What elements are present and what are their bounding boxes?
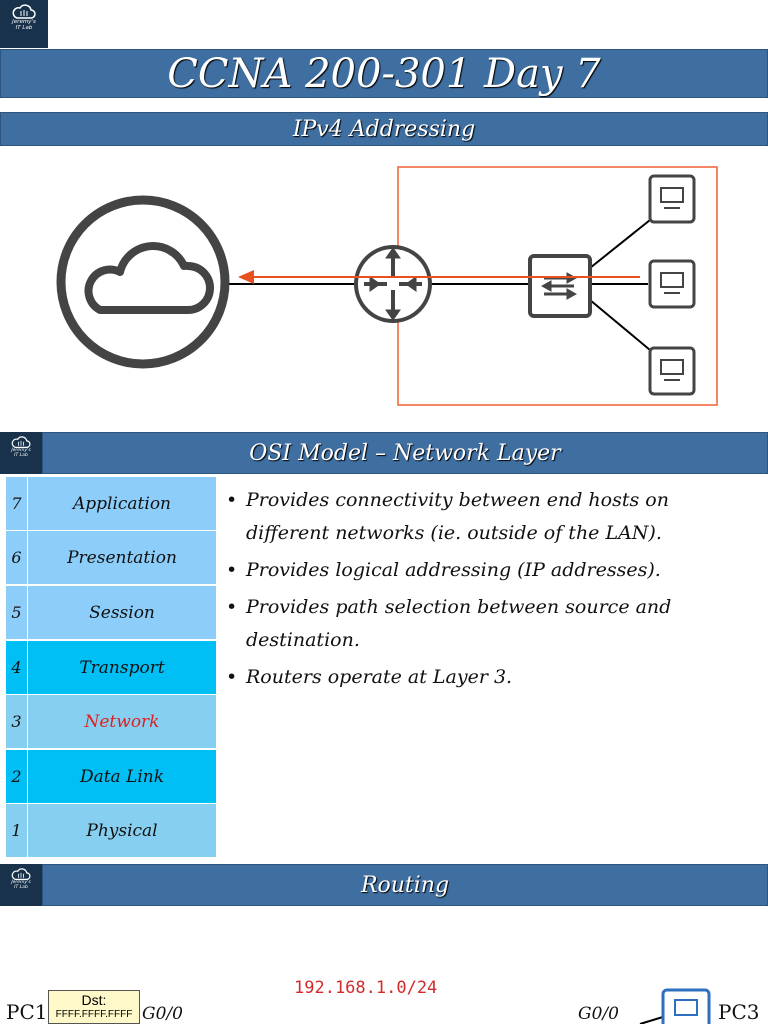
logo-line1: Jeremy's (12, 19, 36, 25)
osi-layer-name: Application (28, 477, 216, 530)
section-title-routing-text: Routing (360, 872, 450, 898)
network-layer-bullets: • Provides connectivity between end host… (226, 484, 756, 698)
osi-layer-number: 7 (6, 477, 28, 530)
section-title-ipv4-text: IPv4 Addressing (292, 116, 476, 142)
pc3-diagram (639, 988, 711, 1024)
pc-icon (661, 988, 711, 1024)
left-interface-label: G0/0 (142, 1004, 183, 1024)
logo-line1: Jeremy's (11, 880, 31, 885)
osi-layer-row: 3 Network (6, 695, 216, 749)
osi-layer-name-highlighted: Network (28, 695, 216, 748)
osi-layer-row: 5 Session (6, 586, 216, 640)
section-title-ipv4: IPv4 Addressing (0, 112, 768, 146)
bullet-text: Provides path selection between source a… (246, 596, 672, 651)
bullet-text: Provides connectivity between end hosts … (246, 489, 669, 544)
osi-layer-row: 2 Data Link (6, 750, 216, 804)
cloud-icon (56, 195, 230, 369)
logo: Jeremy's IT Lab (0, 864, 42, 906)
osi-layer-number: 1 (6, 804, 28, 857)
osi-layer-row: 6 Presentation (6, 531, 216, 585)
right-interface-label: G0/0 (578, 1004, 619, 1024)
logo-line2: IT Lab (15, 24, 33, 31)
section-title-routing: Routing (42, 864, 768, 906)
pc-icon (648, 346, 696, 396)
pc3-label: PC3 (718, 1000, 760, 1024)
pc1-label: PC1 (6, 1000, 48, 1024)
osi-layer-number: 6 (6, 531, 28, 584)
dst-label: Dst: (81, 992, 107, 1008)
traffic-arrow (238, 270, 640, 284)
page-title: CCNA 200-301 Day 7 (0, 49, 768, 98)
osi-layer-number: 5 (6, 586, 28, 639)
bullet-item: • Provides connectivity between end host… (226, 484, 756, 550)
logo-line1: Jeremy's (11, 448, 31, 453)
osi-layer-name: Presentation (28, 531, 216, 584)
osi-layer-name: Data Link (28, 750, 216, 803)
dst-mac-value: FFFF.FFFF.FFFF (55, 1009, 133, 1020)
bullet-item: • Routers operate at Layer 3. (226, 661, 756, 694)
router-icon (354, 245, 432, 323)
osi-layer-row: 1 Physical (6, 804, 216, 858)
logo-line2: IT Lab (14, 884, 28, 890)
pc-icon (648, 259, 696, 309)
osi-layer-number: 4 (6, 641, 28, 694)
logo-cloud-icon (11, 868, 31, 880)
page-title-text: CCNA 200-301 Day 7 (167, 50, 601, 97)
osi-layer-number: 2 (6, 750, 28, 803)
logo-line2: IT Lab (14, 452, 28, 458)
section-title-osi-text: OSI Model – Network Layer (249, 440, 561, 466)
osi-layer-name: Transport (28, 641, 216, 694)
pc-icon (648, 174, 696, 224)
link-switch-pc-top (589, 219, 651, 269)
section-title-osi: OSI Model – Network Layer (42, 432, 768, 474)
bullet-item: • Provides logical addressing (IP addres… (226, 554, 756, 587)
osi-layer-row: 7 Application (6, 477, 216, 531)
dst-mac-box: Dst: FFFF.FFFF.FFFF (48, 990, 140, 1024)
network-address: 192.168.1.0/24 (294, 978, 438, 998)
bullet-item: • Provides path selection between source… (226, 591, 756, 657)
bullet-text: Provides logical addressing (IP addresse… (246, 559, 661, 581)
osi-layer-row: 4 Transport (6, 641, 216, 695)
logo: Jeremy's IT Lab (0, 0, 48, 48)
osi-layer-name: Physical (28, 804, 216, 857)
logo: Jeremy's IT Lab (0, 432, 42, 474)
bullet-text: Routers operate at Layer 3. (246, 666, 513, 688)
switch-icon (528, 254, 592, 318)
logo-cloud-icon (11, 436, 31, 448)
logo-cloud-icon (12, 4, 36, 19)
osi-layer-number: 3 (6, 695, 28, 748)
link-switch-pc-bottom (589, 299, 651, 351)
osi-layer-name: Session (28, 586, 216, 639)
network-diagram (56, 166, 718, 406)
